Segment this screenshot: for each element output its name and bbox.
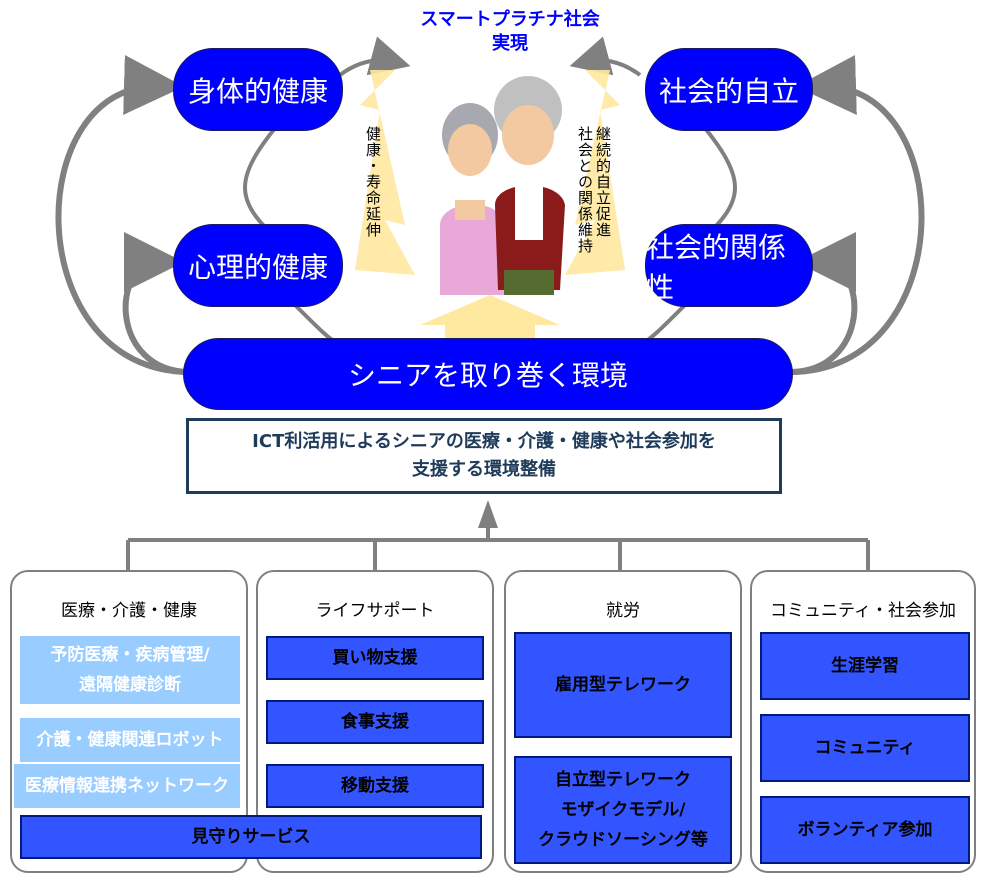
cell-meals: 食事支援 <box>266 700 484 744</box>
cell-preventive-care-line1: 予防医療・疾病管理/ <box>50 645 210 665</box>
panel-life-title: ライフサポート <box>315 601 435 621</box>
cell-volunteer: ボランティア参加 <box>760 796 970 864</box>
cell-independent-telework-line3: クラウドソーシング等 <box>538 830 708 850</box>
bottom-yellow-arrow <box>420 295 560 345</box>
senior-couple-illustration <box>440 76 565 295</box>
cell-employed-telework: 雇用型テレワーク <box>514 632 732 738</box>
outer-right-arrow <box>789 55 925 375</box>
right-arrow-label-col2: 社会との関係維持 <box>576 126 594 254</box>
outer-left-arrow <box>55 55 191 375</box>
ict-support-box: ICT利活用によるシニアの医療・介護・健康や社会参加を 支援する環境整備 <box>186 418 782 494</box>
cell-watch-service: 見守りサービス <box>20 815 482 859</box>
cell-preventive-care: 予防医療・疾病管理/ 遠隔健康診断 <box>20 636 240 704</box>
panel-work-title: 就労 <box>606 601 640 621</box>
cell-independent-telework-line2: モザイクモデル/ <box>560 800 686 820</box>
ict-line2: 支援する環境整備 <box>412 459 556 480</box>
mental-health-node: 心理的健康 <box>173 224 343 307</box>
left-arrow-label: 健康・寿命延伸 <box>364 126 382 238</box>
inner-left-arrow <box>122 232 191 375</box>
panel-medical-title: 医療・介護・健康 <box>61 601 197 621</box>
center-title-line2: 実現 <box>492 33 528 54</box>
cell-community: コミュニティ <box>760 714 970 782</box>
right-yellow-arrow <box>565 70 625 275</box>
cell-medical-network: 医療情報連携ネットワーク <box>14 764 240 808</box>
left-yellow-arrow <box>355 70 415 275</box>
cell-preventive-care-line2: 遠隔健康診断 <box>79 675 181 695</box>
senior-environment-node: シニアを取り巻く環境 <box>183 338 793 410</box>
panel-community: コミュニティ・社会参加 生涯学習 コミュニティ ボランティア参加 <box>750 570 976 873</box>
right-arrow-label-col1: 継続的自立促進 <box>594 126 612 238</box>
ict-line1: ICT利活用によるシニアの医療・介護・健康や社会参加を <box>252 431 716 452</box>
center-title: スマートプラチナ社会 実現 <box>395 8 625 56</box>
panel-community-title: コミュニティ・社会参加 <box>770 601 956 621</box>
inner-right-arrow <box>789 232 858 375</box>
cell-mobility: 移動支援 <box>266 764 484 808</box>
cell-independent-telework-line1: 自立型テレワーク <box>555 770 691 790</box>
panel-work: 就労 雇用型テレワーク 自立型テレワーク モザイクモデル/ クラウドソーシング等 <box>504 570 742 873</box>
cell-independent-telework: 自立型テレワーク モザイクモデル/ クラウドソーシング等 <box>514 756 732 864</box>
cell-shopping: 買い物支援 <box>266 636 484 680</box>
physical-health-node: 身体的健康 <box>173 48 343 131</box>
social-relations-node: 社会的関係性 <box>645 224 813 307</box>
cell-care-robot: 介護・健康関連ロボット <box>20 718 240 762</box>
social-independence-node: 社会的自立 <box>645 48 813 131</box>
cell-lifelong-learning: 生涯学習 <box>760 632 970 700</box>
center-title-line1: スマートプラチナ社会 <box>420 9 600 30</box>
